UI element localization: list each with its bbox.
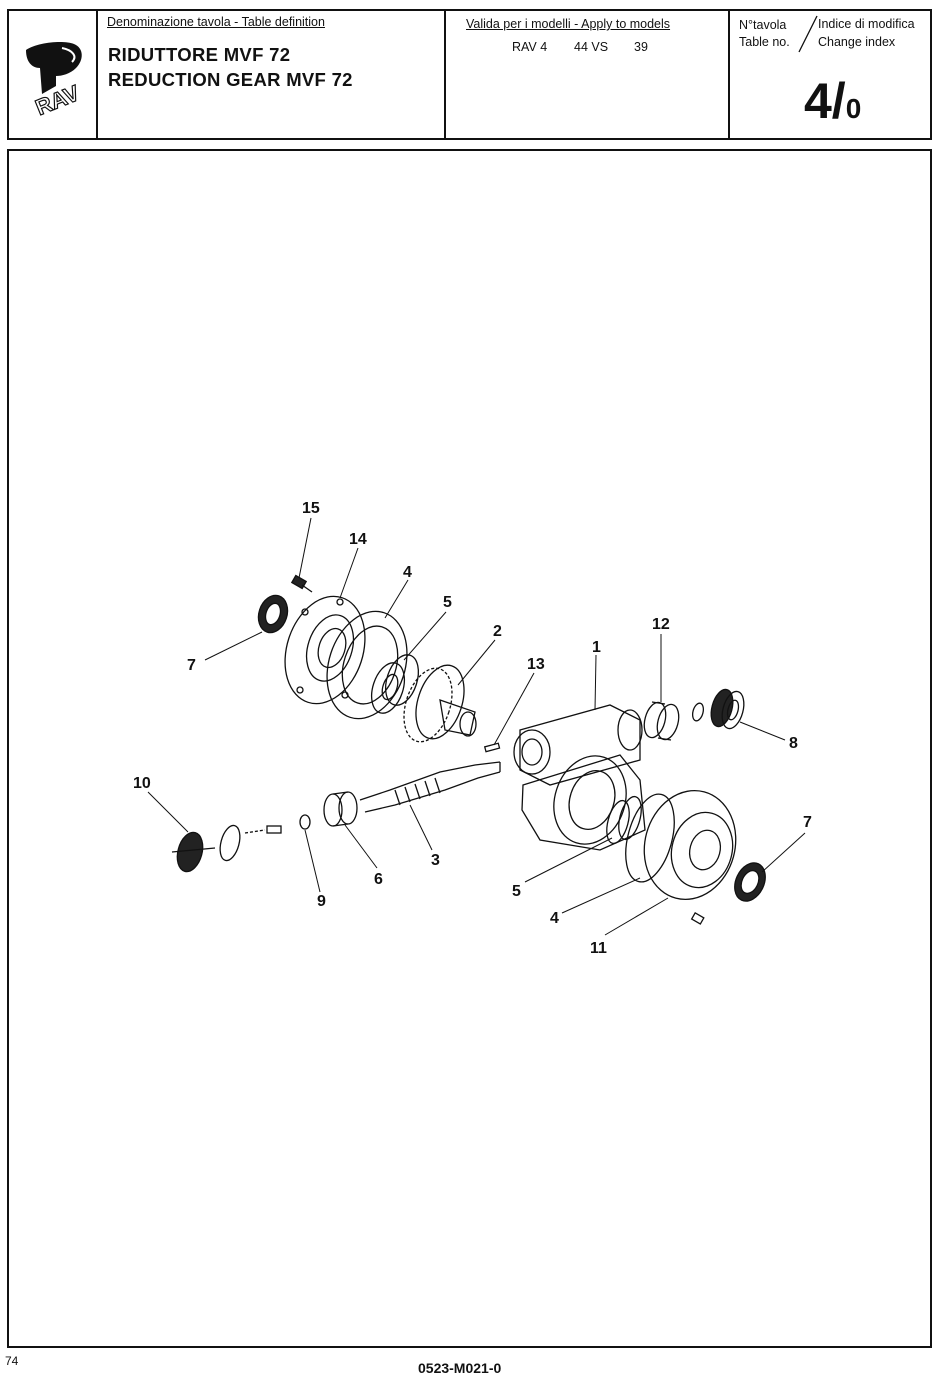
callout-8: 8 — [789, 735, 798, 752]
callout-13: 13 — [527, 656, 545, 673]
callout-12: 12 — [652, 616, 670, 633]
callout-1: 1 — [592, 639, 601, 656]
lower-screw — [692, 913, 704, 924]
parts-drawing — [172, 576, 771, 924]
callout-7-upper: 7 — [187, 657, 196, 674]
part-13-key — [485, 743, 500, 751]
circlip-lower — [217, 823, 244, 862]
part-7-lower-seal — [729, 858, 771, 906]
part-8-bearing — [707, 687, 747, 731]
callout-5-lower: 5 — [512, 883, 521, 900]
drawing-code: 0523-M021-0 — [418, 1360, 501, 1376]
callout-5-upper: 5 — [443, 594, 452, 611]
small-screw — [245, 826, 281, 833]
part-2-gear — [395, 659, 476, 748]
callout-10: 10 — [133, 775, 151, 792]
part-11-flange — [632, 780, 747, 910]
part-14-flange — [272, 586, 378, 714]
callout-4-lower: 4 — [550, 910, 559, 927]
callout-9: 9 — [317, 893, 326, 910]
callout-14: 14 — [349, 531, 367, 548]
callout-labels: 15 14 4 5 2 12 1 13 7 8 10 3 6 9 7 5 4 1… — [133, 500, 812, 957]
circlip-upper — [691, 702, 705, 722]
callout-11: 11 — [590, 940, 607, 957]
part-6-bearing — [324, 792, 357, 826]
part-5-bearing-lower — [603, 794, 646, 846]
part-4-gasket-upper — [314, 601, 420, 729]
callout-4-upper: 4 — [403, 564, 412, 581]
part-9-washer — [300, 815, 310, 829]
part-3-worm-shaft — [360, 762, 500, 812]
page-number: 74 — [5, 1354, 18, 1368]
callout-2: 2 — [493, 623, 502, 640]
callout-15: 15 — [302, 500, 320, 517]
callout-6: 6 — [374, 871, 383, 888]
part-10-cap — [172, 830, 215, 875]
callout-7-lower: 7 — [803, 814, 812, 831]
part-5-bearing-upper — [366, 651, 425, 718]
callout-3: 3 — [431, 852, 440, 869]
part-12-bearing — [641, 700, 683, 742]
part-7-upper-seal — [254, 592, 292, 637]
part-15-screw — [292, 576, 312, 592]
leader-lines — [148, 518, 805, 935]
